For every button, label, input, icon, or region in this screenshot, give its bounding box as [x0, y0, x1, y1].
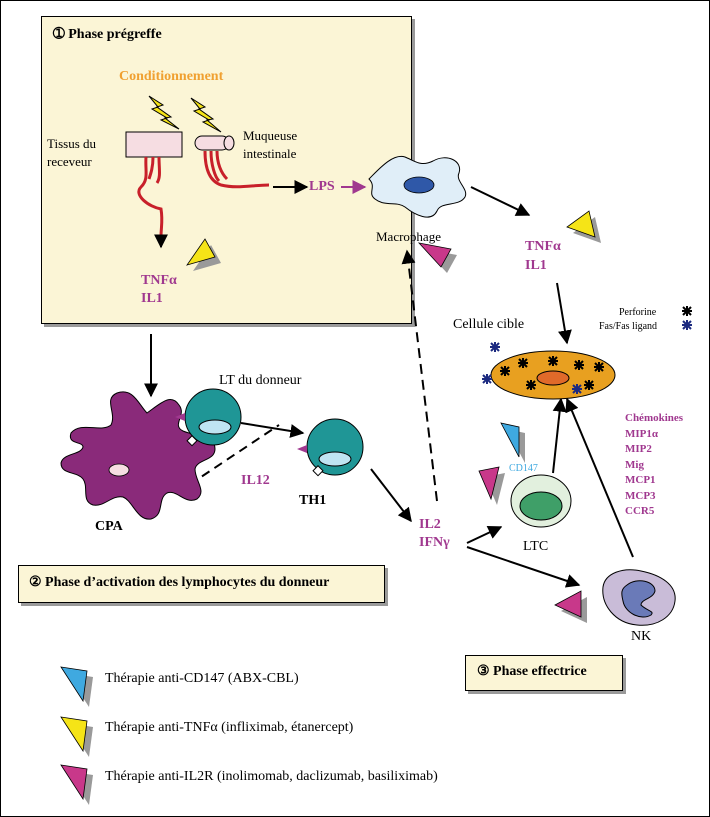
- anti-il2r-triangle-nk: [554, 590, 587, 623]
- arrow-il2-to-ltc: [466, 526, 503, 544]
- ifn-gamma-label: IFNγ: [419, 535, 450, 550]
- fas-ligand-stars: [482, 320, 692, 394]
- chemokine-item: MIP2: [625, 443, 652, 455]
- chemokine-item: Chémokines: [625, 412, 684, 424]
- legend-anti-il2r: Thérapie anti-IL2R (inolimomab, daclizum…: [105, 769, 438, 784]
- activation-phase-box: [18, 565, 385, 603]
- intestinal-mucosa-label: Muqueuse intestinale: [243, 128, 298, 161]
- nk-cell: [602, 569, 676, 626]
- tnf-alpha-label-left: TNFα: [141, 273, 177, 288]
- arrow-il1-to-target: [556, 282, 572, 345]
- chemokine-item: MCP1: [625, 474, 656, 486]
- effector-phase-box: [465, 655, 623, 691]
- dashed-il2-to-macrophage: [401, 249, 438, 502]
- intestinal-mucosa-tube: [194, 135, 235, 151]
- activation-phase-title: ② Phase d’activation des lymphocytes du …: [29, 575, 330, 590]
- il1-label-right: IL1: [525, 258, 547, 273]
- il12-label: IL12: [241, 473, 270, 488]
- legend-anti-tnf: Thérapie anti-TNFα (infliximab, étanerce…: [105, 720, 354, 735]
- blood-vessels: [137, 150, 270, 238]
- tnf-alpha-label-right: TNFα: [525, 239, 561, 254]
- cpa-label: CPA: [95, 519, 123, 534]
- effector-phase-title: ③ Phase effectrice: [477, 664, 587, 679]
- lt-donor-label: LT du donneur: [219, 373, 302, 388]
- chemokine-item: MIP1α: [625, 427, 659, 440]
- legend-cd147-triangle: [60, 666, 93, 707]
- anti-tnf-triangle-right: [566, 210, 601, 243]
- macrophage-label: Macrophage: [376, 229, 441, 244]
- arrow-lt-to-th1: [240, 422, 305, 438]
- lps-label: LPS: [309, 179, 335, 194]
- pregraft-phase-title: ➀ Phase prégreffe: [53, 27, 162, 42]
- perforin-legend-label: Perforine: [619, 307, 657, 318]
- il2-label: IL2: [419, 517, 441, 532]
- th1-label: TH1: [299, 493, 327, 508]
- legend-il2r-triangle: [60, 764, 93, 805]
- host-tissue-block: [125, 131, 183, 158]
- cpa-cell: [60, 391, 216, 520]
- anti-il2r-triangle-macrophage: [417, 242, 457, 273]
- legend-tnf-triangle: [60, 716, 93, 757]
- arrow-ifng-to-nk: [466, 546, 581, 588]
- pregraft-phase-box: [41, 16, 412, 324]
- il1-label-left: IL1: [141, 291, 163, 306]
- anti-il2r-triangle-ltc: [478, 466, 505, 505]
- arrow-macrophage-to-tnf: [470, 186, 531, 216]
- arrow-nk-to-target: [565, 397, 634, 558]
- lightning-icon-left: [148, 95, 180, 130]
- arrow-ltc-to-target: [552, 397, 567, 474]
- ltc-label: LTC: [523, 539, 549, 554]
- perforin-stars: [500, 306, 692, 390]
- macrophage-cell: [368, 155, 467, 218]
- host-tissue-label: Tissus du receveur: [47, 136, 97, 169]
- lightning-icon-right: [190, 97, 222, 133]
- th1-cell: [297, 418, 364, 477]
- chemokine-item: Mig: [625, 458, 644, 471]
- chemokine-item: MCP3: [625, 489, 656, 502]
- legend-anti-cd147: Thérapie anti-CD147 (ABX-CBL): [105, 671, 299, 686]
- chemokine-list: Chémokines MIP1α MIP2 Mig MCP1 MCP3 CCR5: [625, 411, 683, 520]
- lt-donor-cell: [175, 388, 242, 447]
- fas-ligand-legend-label: Fas/Fas ligand: [599, 321, 658, 332]
- chemokine-item: CCR5: [625, 505, 655, 517]
- cd147-label: CD147: [509, 463, 538, 474]
- anti-cd147-triangle: [500, 422, 525, 463]
- target-cell-label: Cellule cible: [453, 317, 525, 332]
- ltc-cell: [510, 474, 572, 528]
- anti-tnf-triangle-left: [186, 238, 221, 271]
- conditionnement-label: Conditionnement: [119, 69, 224, 84]
- nk-label: NK: [631, 629, 652, 644]
- arrow-th1-to-il2: [370, 468, 412, 523]
